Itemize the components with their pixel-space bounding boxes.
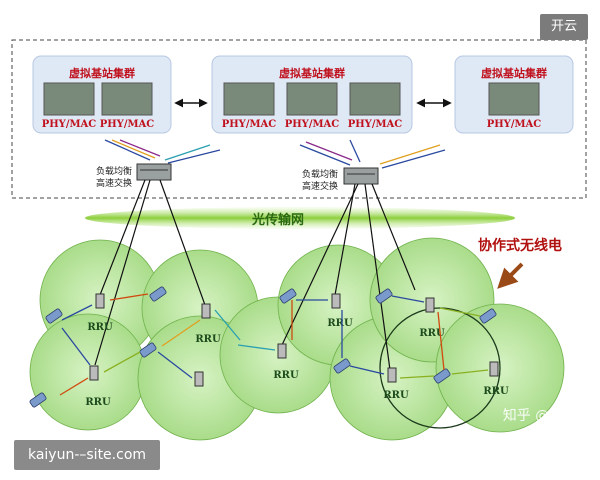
- cluster-3-title: 虚拟基站集群: [481, 66, 547, 80]
- cluster-switch-links: [104, 139, 446, 169]
- cluster-3-unit-1: PHY/MAC: [487, 119, 542, 130]
- cluster-2-unit-3: PHY/MAC: [348, 119, 403, 130]
- switch-2: 负载均衡 高速交换: [302, 167, 379, 192]
- svg-text:RRU: RRU: [483, 386, 509, 397]
- virtual-bs-cluster-3: 虚拟基站集群 PHY/MAC: [454, 55, 574, 134]
- cluster-2-unit-2: PHY/MAC: [285, 119, 340, 130]
- svg-text:RRU: RRU: [85, 397, 111, 408]
- switch-1: 负载均衡 高速交换: [96, 163, 172, 189]
- switch-1-line1: 负载均衡: [96, 165, 132, 177]
- cluster-1-unit-2: PHY/MAC: [100, 119, 155, 130]
- svg-text:RRU: RRU: [383, 390, 409, 401]
- rru-9: RRU: [483, 361, 509, 397]
- svg-text:RRU: RRU: [419, 328, 445, 339]
- cluster-1-title: 虚拟基站集群: [69, 66, 135, 80]
- rru-4: [194, 371, 204, 387]
- cluster-1-unit-1: PHY/MAC: [42, 119, 97, 130]
- virtual-bs-cluster-1: 虚拟基站集群 PHY/MAC PHY/MAC: [32, 55, 172, 134]
- optical-network-label: 光传输网: [251, 212, 304, 228]
- fiber-links: [94, 179, 416, 371]
- site-url-footer[interactable]: kaiyun-–site.com: [14, 440, 160, 470]
- handset: [279, 288, 297, 304]
- rru-5: RRU: [273, 343, 299, 381]
- rru-group: RRU RRU RRU RRU RRU RRU RRU RRU: [85, 293, 509, 408]
- handset: [45, 308, 63, 324]
- optical-network-band: [85, 207, 515, 229]
- cooperative-radio-arrow: [497, 262, 524, 289]
- handsets: [29, 286, 497, 408]
- rru-2: RRU: [85, 365, 111, 408]
- cooperative-radio-label: 协作式无线电: [478, 237, 562, 254]
- virtual-bs-cluster-2: 虚拟基站集群 PHY/MAC PHY/MAC PHY/MAC: [211, 55, 413, 134]
- handset: [375, 288, 393, 304]
- rru-1: RRU: [87, 293, 113, 333]
- switch-2-line1: 负载均衡: [302, 168, 338, 180]
- handset: [29, 392, 47, 408]
- rru-8: RRU: [419, 297, 445, 339]
- watermark: 知乎 @诏曰: [503, 407, 577, 424]
- handset: [149, 286, 167, 302]
- radio-links: [59, 293, 489, 396]
- svg-text:RRU: RRU: [273, 370, 299, 381]
- svg-text:RRU: RRU: [87, 322, 113, 333]
- handset: [433, 368, 451, 384]
- svg-text:RRU: RRU: [327, 318, 353, 329]
- svg-text:RRU: RRU: [195, 334, 221, 345]
- switch-2-line2: 高速交换: [302, 180, 338, 192]
- handset: [139, 342, 157, 358]
- handset: [333, 358, 351, 374]
- rru-7: RRU: [383, 367, 409, 401]
- cluster-2-unit-1: PHY/MAC: [222, 119, 277, 130]
- datacenter-boundary: [11, 39, 587, 199]
- switch-1-line2: 高速交换: [96, 177, 132, 189]
- rru-3: RRU: [195, 303, 221, 345]
- kaiyun-badge[interactable]: 开云: [540, 14, 588, 40]
- handset: [479, 308, 497, 324]
- cluster-2-title: 虚拟基站集群: [279, 66, 345, 80]
- rru-6: RRU: [327, 293, 353, 329]
